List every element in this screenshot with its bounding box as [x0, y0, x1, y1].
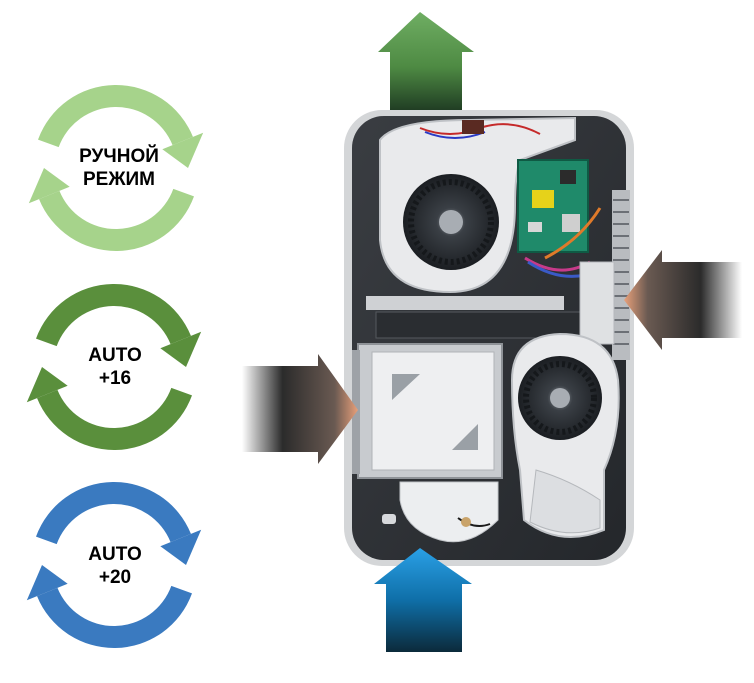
- mode-auto16-label: AUTO +16: [40, 344, 190, 390]
- mode-cycle-auto16-icon: [26, 284, 202, 451]
- cycle-arc-top: [36, 284, 191, 347]
- cycle-arrowhead-bottom: [28, 168, 70, 204]
- cycle-arc-bottom: [37, 387, 192, 451]
- cycle-arrowhead-top: [160, 331, 202, 367]
- ventilation-unit-housing: [344, 110, 634, 566]
- cycle-arc-bottom: [39, 188, 194, 251]
- mode-auto20-line2: +20: [98, 567, 132, 588]
- mode-manual-line1: РУЧНОЙ: [79, 146, 159, 167]
- mode-cycle-auto20-icon: [26, 481, 202, 648]
- mode-manual-label: РУЧНОЙ РЕЖИМ: [44, 145, 194, 191]
- cycle-arc-top: [36, 481, 191, 545]
- exhaust-air-arrow: [378, 12, 474, 112]
- cycle-arrowhead-bottom: [26, 565, 68, 601]
- right-grille: [612, 190, 630, 360]
- mode-auto20-line1: AUTO: [88, 544, 142, 565]
- top-fan-icon: [379, 116, 576, 294]
- control-board-icon: [517, 159, 602, 278]
- bottom-fan-icon: [510, 332, 620, 539]
- intake-air-bottom-arrow: [374, 548, 472, 652]
- heat-exchanger: [352, 343, 503, 479]
- intake-air-left-arrow: [242, 354, 358, 464]
- intake-air-right-arrow: [624, 250, 742, 350]
- mode-manual-line2: РЕЖИМ: [82, 169, 155, 190]
- cycle-arrowhead-top: [162, 132, 204, 168]
- mode-cycle-manual-icon: [28, 85, 204, 251]
- cycle-arrowhead-bottom: [26, 367, 68, 403]
- cycle-arc-top: [38, 85, 193, 148]
- mode-auto16-line2: +16: [98, 368, 132, 389]
- mode-auto20-label: AUTO +20: [40, 543, 190, 589]
- damper-icon: [382, 481, 499, 543]
- cycle-arrowhead-top: [160, 529, 202, 565]
- mode-auto16-line1: AUTO: [88, 345, 142, 366]
- cycle-arc-bottom: [37, 585, 192, 648]
